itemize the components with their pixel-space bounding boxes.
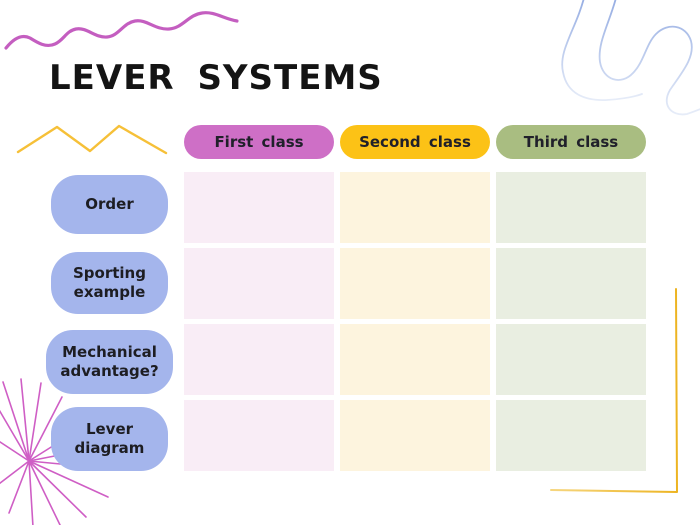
column-header-first-class: First class — [184, 125, 334, 159]
row-header-sporting-example: Sporting example — [51, 252, 168, 314]
table-cell-mechanical-second[interactable] — [340, 324, 490, 395]
table-cell-order-second[interactable] — [340, 172, 490, 243]
row-header-lever-diagram: Lever diagram — [51, 407, 168, 471]
column-header-row: First class Second class Third class — [184, 125, 646, 159]
swirl-decoration — [561, 0, 700, 116]
starburst-decoration — [0, 378, 124, 525]
column-header-third-class: Third class — [496, 125, 646, 159]
page-title: LEVER SYSTEMS — [49, 58, 383, 98]
table-cell-order-first[interactable] — [184, 172, 334, 243]
table-cell-order-third[interactable] — [496, 172, 646, 243]
table-cell-sporting-second[interactable] — [340, 248, 490, 319]
table-cell-diagram-third[interactable] — [496, 400, 646, 471]
table-cell-sporting-third[interactable] — [496, 248, 646, 319]
wavy-line-decoration — [4, 11, 239, 50]
corner-frame-decoration — [550, 288, 678, 493]
column-header-second-class: Second class — [340, 125, 490, 159]
row-header-order: Order — [51, 175, 168, 234]
table-cell-diagram-first[interactable] — [184, 400, 334, 471]
zigzag-decoration — [16, 124, 168, 155]
table-cell-diagram-second[interactable] — [340, 400, 490, 471]
table-cell-sporting-first[interactable] — [184, 248, 334, 319]
table-body — [184, 172, 646, 471]
row-header-mechanical-advantage: Mechanical advantage? — [46, 330, 173, 394]
table-cell-mechanical-first[interactable] — [184, 324, 334, 395]
table-cell-mechanical-third[interactable] — [496, 324, 646, 395]
